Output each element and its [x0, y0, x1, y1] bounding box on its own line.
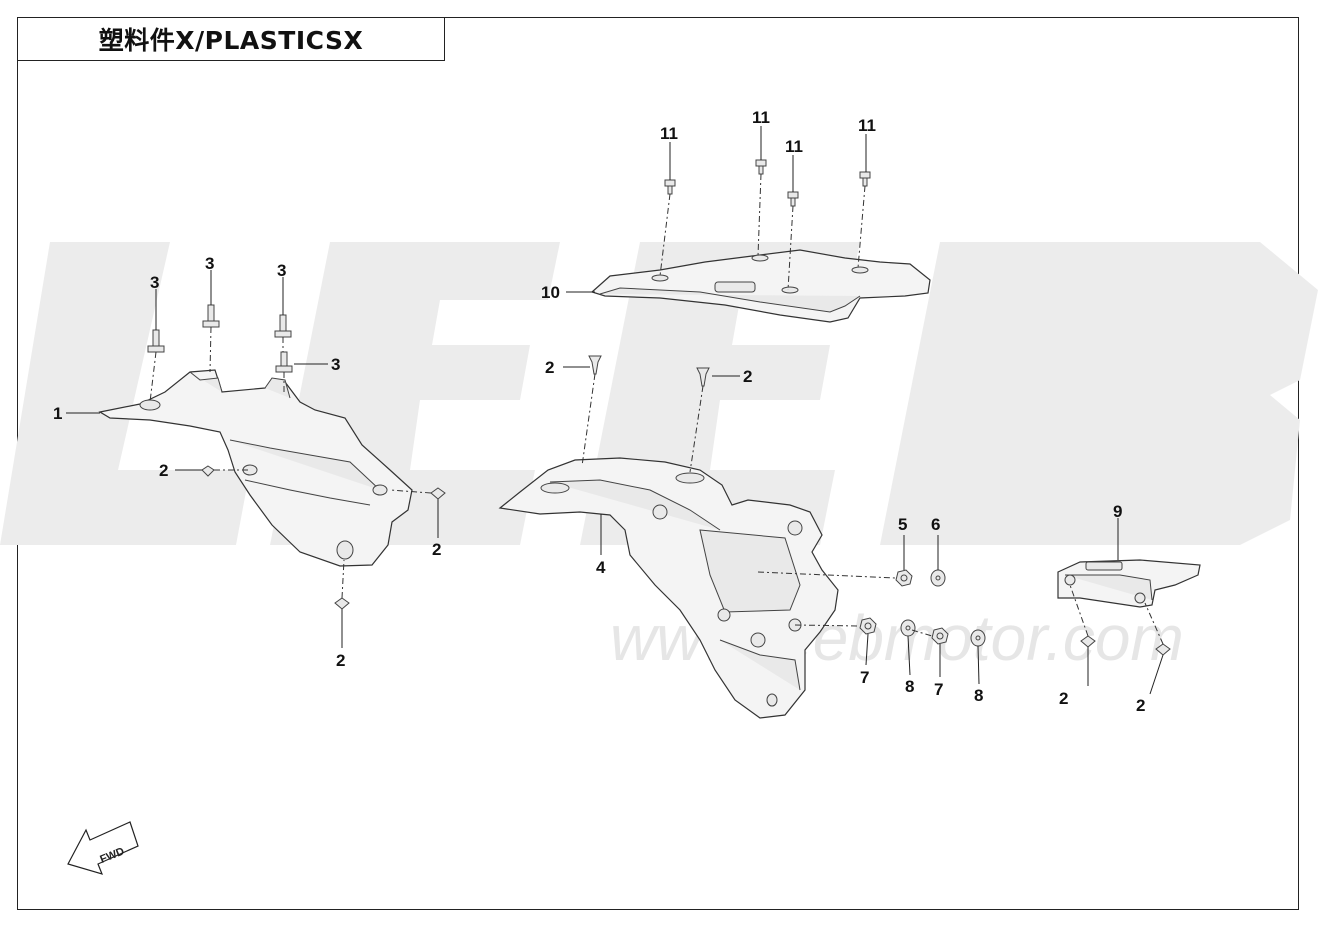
- callout-3-c: 3: [277, 261, 286, 280]
- bolt-3-b: [202, 304, 220, 328]
- washer-8-b: [970, 629, 986, 647]
- callout-11-c: 11: [785, 137, 803, 156]
- title-box: 塑料件Ⅹ/PLASTICSⅩ: [17, 17, 445, 61]
- callout-2-e: 2: [336, 651, 345, 670]
- callout-5: 5: [898, 515, 907, 534]
- bolt-3-c: [274, 314, 292, 338]
- bolt-3-a: [147, 329, 165, 353]
- fasteners: [147, 159, 1171, 656]
- callout-2-d: 2: [432, 540, 441, 559]
- clip-2-a: [588, 355, 602, 375]
- part-9-bracket: [1057, 559, 1201, 608]
- callout-6: 6: [931, 515, 940, 534]
- callout-2-c: 2: [159, 461, 168, 480]
- callout-10: 10: [541, 283, 560, 302]
- callout-8-b: 8: [974, 686, 983, 705]
- callout-9: 9: [1113, 502, 1122, 521]
- callout-4: 4: [596, 558, 606, 577]
- screw-11-a: [664, 179, 676, 195]
- part-4-rear-fender: [498, 457, 839, 719]
- clip-2-b: [696, 367, 710, 387]
- callout-2-b: 2: [743, 367, 752, 386]
- callouts: 1 10 2 2 2 2 2 2 2 3 3 3 3 4 5 6 7 7 8 8…: [53, 108, 1145, 715]
- part-10-cover: [590, 249, 931, 323]
- callout-2-f: 2: [1059, 689, 1068, 708]
- callout-2-g: 2: [1136, 696, 1145, 715]
- screw-11-b: [755, 159, 767, 175]
- callout-3-a: 3: [150, 273, 159, 292]
- screw-11-c: [787, 191, 799, 207]
- clip-2-e: [334, 597, 350, 610]
- callout-2-a: 2: [545, 358, 554, 377]
- callout-11-d: 11: [858, 116, 876, 135]
- clip-2-c: [201, 465, 215, 477]
- callout-3-b: 3: [205, 254, 214, 273]
- nut-5: [895, 569, 913, 587]
- bolt-3-d: [275, 351, 293, 373]
- watermark-logo: www.leebmotor.com: [0, 242, 1318, 674]
- callout-7-a: 7: [860, 668, 869, 687]
- page-title: 塑料件Ⅹ/PLASTICSⅩ: [98, 26, 364, 55]
- nut-7-a: [859, 617, 877, 635]
- callout-1: 1: [53, 404, 62, 423]
- callout-3-d: 3: [331, 355, 340, 374]
- callout-11-b: 11: [752, 108, 770, 127]
- nut-7-b: [931, 627, 949, 645]
- assembly-lines: [149, 173, 1164, 645]
- callout-8-a: 8: [905, 677, 914, 696]
- callout-7-b: 7: [934, 680, 943, 699]
- screw-11-d: [859, 171, 871, 187]
- part-1-bracket: [98, 369, 413, 567]
- washer-6: [930, 569, 946, 587]
- leader-lines: [66, 126, 1164, 695]
- washer-8-a: [900, 619, 916, 637]
- fwd-arrow-icon: FWD: [67, 821, 139, 875]
- callout-11-a: 11: [660, 124, 678, 143]
